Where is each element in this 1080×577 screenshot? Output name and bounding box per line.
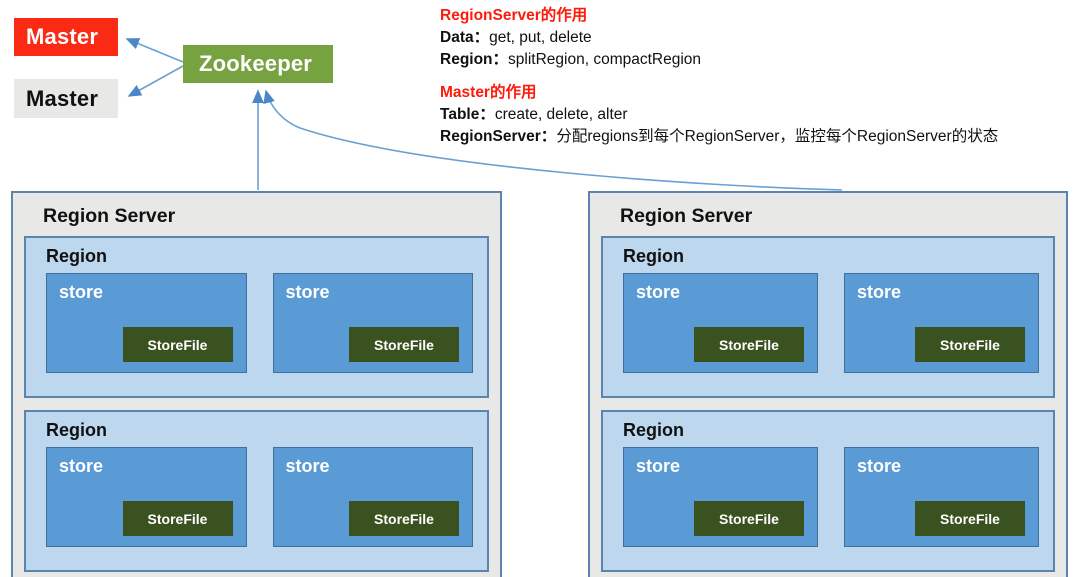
regionserver-note-region-label: Region [440, 51, 493, 68]
storefile-label: StoreFile [374, 336, 434, 353]
storefile-label: StoreFile [940, 336, 1000, 353]
storefile-label: StoreFile [719, 336, 779, 353]
regionserver-note-region: Region：splitRegion, compactRegion [440, 49, 1080, 71]
store-label: store [857, 282, 902, 302]
region-server-right-title: Region Server [620, 205, 753, 227]
master-note-regionserver: RegionServer：分配regions到每个RegionServer，监控… [440, 126, 1080, 148]
regionserver-note-data-sep: ： [473, 29, 490, 46]
store-right-1-2[interactable]: store StoreFile [844, 273, 1039, 373]
storefile-label: StoreFile [147, 510, 208, 527]
region-right-2-title: Region [623, 420, 684, 440]
store-left-2-1[interactable]: store StoreFile [46, 447, 247, 547]
store-row: store StoreFile store StoreFile [603, 447, 1053, 547]
connector-zookeeper-to-master-active [125, 38, 184, 63]
storefile-label: StoreFile [940, 510, 1000, 527]
master-active-node[interactable]: Master [14, 18, 118, 56]
regionserver-notes-heading: RegionServer的作用 [440, 7, 588, 24]
region-server-left[interactable]: Region Server Region store StoreFile sto… [11, 191, 502, 577]
storefile-box[interactable]: StoreFile [694, 327, 804, 362]
store-left-2-2[interactable]: store StoreFile [272, 447, 473, 547]
regionserver-note-data: Data：get, put, delete [440, 27, 1080, 49]
master-note-regionserver-value: 分配regions到每个RegionServer，监控每个RegionServe… [556, 128, 999, 145]
store-right-2-1[interactable]: store StoreFile [623, 447, 818, 547]
storefile-box[interactable]: StoreFile [122, 501, 233, 536]
store-row: store StoreFile store StoreFile [603, 273, 1053, 373]
store-label: store [59, 282, 104, 302]
zookeeper-label: Zookeeper [199, 51, 313, 76]
store-label: store [59, 456, 104, 476]
store-left-1-1[interactable]: store StoreFile [46, 273, 247, 373]
master-active-label: Master [26, 24, 99, 49]
store-label: store [636, 282, 681, 302]
storefile-label: StoreFile [147, 336, 208, 353]
regionserver-note-region-sep: ： [492, 51, 509, 68]
storefile-box[interactable]: StoreFile [915, 501, 1025, 536]
store-label: store [285, 456, 330, 476]
region-left-2[interactable]: Region store StoreFile store StoreFile [24, 410, 489, 572]
connector-zookeeper-to-master-standby [127, 65, 184, 97]
storefile-box[interactable]: StoreFile [915, 327, 1025, 362]
notes-spacer [440, 71, 1080, 82]
store-row: store StoreFile store StoreFile [26, 447, 487, 547]
storefile-box[interactable]: StoreFile [694, 501, 804, 536]
region-right-1-title: Region [623, 246, 684, 266]
region-left-1[interactable]: Region store StoreFile store StoreFile [24, 236, 489, 398]
region-left-1-title: Region [46, 246, 107, 266]
region-server-left-title: Region Server [43, 205, 176, 227]
region-server-right[interactable]: Region Server Region store StoreFile sto… [588, 191, 1068, 577]
store-right-2-2[interactable]: store StoreFile [844, 447, 1039, 547]
storefile-box[interactable]: StoreFile [349, 501, 459, 536]
regionserver-note-region-value: splitRegion, compactRegion [508, 51, 702, 68]
region-left-2-title: Region [46, 420, 107, 440]
store-right-1-1[interactable]: store StoreFile [623, 273, 818, 373]
store-label: store [285, 282, 330, 302]
master-note-table-label: Table [440, 106, 480, 123]
store-label: store [857, 456, 902, 476]
master-notes-heading: Master的作用 [440, 84, 537, 101]
regionserver-note-data-label: Data [440, 29, 474, 46]
storefile-label: StoreFile [719, 510, 779, 527]
master-standby-node[interactable]: Master [14, 79, 118, 118]
master-standby-label: Master [26, 85, 99, 111]
regionserver-note-data-value: get, put, delete [489, 29, 592, 46]
master-note-regionserver-sep: ： [540, 128, 557, 145]
storefile-box[interactable]: StoreFile [349, 327, 459, 362]
master-note-regionserver-label: RegionServer [440, 128, 541, 145]
master-note-table-sep: ： [479, 106, 495, 123]
zookeeper-node[interactable]: Zookeeper [183, 45, 333, 83]
master-note-table-value: create, delete, alter [494, 106, 628, 123]
annotation-notes: RegionServer的作用 Data：get, put, delete Re… [440, 5, 1080, 148]
master-note-table: Table：create, delete, alter [440, 104, 1080, 126]
store-label: store [636, 456, 681, 476]
storefile-label: StoreFile [374, 510, 434, 527]
store-left-1-2[interactable]: store StoreFile [272, 273, 473, 373]
storefile-box[interactable]: StoreFile [122, 327, 233, 362]
region-right-2[interactable]: Region store StoreFile store StoreFile [601, 410, 1055, 572]
region-right-1[interactable]: Region store StoreFile store StoreFile [601, 236, 1055, 398]
store-row: store StoreFile store StoreFile [26, 273, 487, 373]
